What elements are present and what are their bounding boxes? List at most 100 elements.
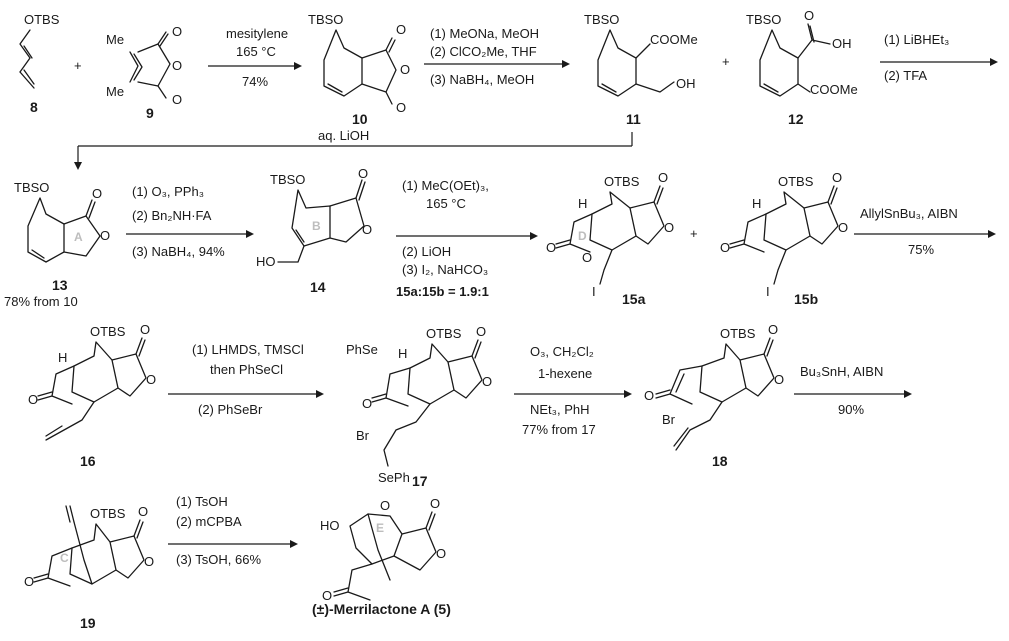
compound-number: 10 [352, 111, 368, 127]
svg-text:Br: Br [662, 412, 676, 427]
svg-text:(3) TsOH, 66%: (3) TsOH, 66% [176, 552, 261, 567]
compound-19: OTBS O O O C 19 [24, 504, 154, 631]
compound-13: TBSO O O A 13 78% from 10 [4, 180, 110, 309]
reaction-arrow-7: (1) LHMDS, TMSCl then PhSeCl (2) PhSeBr [168, 342, 324, 417]
svg-text:O: O [172, 24, 182, 39]
compound-10: TBSO O O O 10 [308, 12, 410, 127]
svg-text:Br: Br [356, 428, 370, 443]
svg-text:O: O [172, 92, 182, 107]
compound-number: 15a [622, 291, 646, 307]
compound-number: 16 [80, 453, 96, 469]
svg-text:1-hexene: 1-hexene [538, 366, 592, 381]
svg-text:OH: OH [832, 36, 852, 51]
compound-number: 17 [412, 473, 428, 489]
svg-text:mesitylene: mesitylene [226, 26, 288, 41]
otbs-label: OTBS [24, 12, 60, 27]
compound-15a: OTBS H O O O O I D 15a [546, 170, 674, 307]
svg-text:H: H [398, 346, 407, 361]
compound-number: 8 [30, 99, 38, 115]
svg-text:(1) O₃, PPh₃: (1) O₃, PPh₃ [132, 184, 204, 199]
svg-text:PhSe: PhSe [346, 342, 378, 357]
svg-text:(1) MeONa, MeOH: (1) MeONa, MeOH [430, 26, 539, 41]
svg-text:(3) I₂, NaHCO₃: (3) I₂, NaHCO₃ [402, 262, 488, 277]
svg-text:COOMe: COOMe [650, 32, 698, 47]
svg-text:O: O [322, 588, 332, 603]
svg-text:(3) NaBH₄, 94%: (3) NaBH₄, 94% [132, 244, 225, 259]
svg-text:TBSO: TBSO [746, 12, 781, 27]
svg-text:OTBS: OTBS [426, 326, 462, 341]
svg-text:O: O [100, 228, 110, 243]
svg-text:O: O [362, 222, 372, 237]
svg-text:O: O [92, 186, 102, 201]
ring-a-label: A [74, 230, 83, 244]
svg-text:O: O [664, 220, 674, 235]
svg-text:aq. LiOH: aq. LiOH [318, 128, 369, 143]
svg-text:O: O [476, 324, 486, 339]
svg-text:(2) mCPBA: (2) mCPBA [176, 514, 242, 529]
svg-text:O: O [832, 170, 842, 185]
svg-text:O: O [146, 372, 156, 387]
svg-text:O: O [644, 388, 654, 403]
svg-text:TBSO: TBSO [584, 12, 619, 27]
svg-text:Me: Me [106, 32, 124, 47]
plus-sign: + [690, 226, 698, 241]
svg-text:O: O [362, 396, 372, 411]
svg-text:(2) ClCO₂Me, THF: (2) ClCO₂Me, THF [430, 44, 537, 59]
compound-14: TBSO O O HO B 14 [256, 166, 372, 295]
svg-text:165 °C: 165 °C [426, 196, 466, 211]
svg-text:(2) LiOH: (2) LiOH [402, 244, 451, 259]
svg-text:O: O [768, 322, 778, 337]
compound-name: (±)-Merrilactone A (5) [312, 601, 451, 617]
plus-sign: + [74, 58, 82, 73]
svg-text:O: O [720, 240, 730, 255]
svg-text:(2) Bn₂NH·FA: (2) Bn₂NH·FA [132, 208, 212, 223]
svg-text:I: I [592, 284, 596, 299]
svg-text:TBSO: TBSO [308, 12, 343, 27]
svg-text:165 °C: 165 °C [236, 44, 276, 59]
compound-17: OTBS PhSe H O O O Br SePh 17 [346, 324, 492, 489]
svg-text:O: O [140, 322, 150, 337]
plus-sign: + [722, 54, 730, 69]
svg-text:O: O [400, 62, 410, 77]
svg-text:then PhSeCl: then PhSeCl [210, 362, 283, 377]
svg-text:O: O [546, 240, 556, 255]
svg-text:H: H [58, 350, 67, 365]
reaction-arrow-9: Bu₃SnH, AIBN 90% [794, 364, 912, 417]
compound-number: 11 [626, 111, 641, 127]
compound-number: 15b [794, 291, 818, 307]
ring-e-label: E [376, 521, 384, 535]
svg-text:Me: Me [106, 84, 124, 99]
svg-text:O: O [838, 220, 848, 235]
svg-text:Bu₃SnH, AIBN: Bu₃SnH, AIBN [800, 364, 883, 379]
compound-15b: OTBS H O O O I 15b [720, 170, 848, 307]
compound-16: OTBS H O O O 16 [28, 322, 156, 469]
reaction-arrow-10: (1) TsOH (2) mCPBA (3) TsOH, 66% [168, 494, 298, 567]
ring-c-label: C [60, 551, 69, 565]
svg-text:OTBS: OTBS [720, 326, 756, 341]
reaction-arrow-6: AllylSnBu₃, AIBN 75% [854, 206, 996, 257]
svg-text:90%: 90% [838, 402, 864, 417]
compound-12: TBSO O OH COOMe 12 [746, 8, 858, 127]
svg-text:(1) MeC(OEt)₃,: (1) MeC(OEt)₃, [402, 178, 489, 193]
svg-text:(3) NaBH₄, MeOH: (3) NaBH₄, MeOH [430, 72, 534, 87]
svg-text:COOMe: COOMe [810, 82, 858, 97]
svg-text:O: O [436, 546, 446, 561]
svg-text:(2) TFA: (2) TFA [884, 68, 927, 83]
svg-text:HO: HO [320, 518, 340, 533]
svg-text:O: O [358, 166, 368, 181]
svg-text:O: O [380, 498, 390, 513]
svg-text:O: O [430, 496, 440, 511]
ring-d-label: D [578, 229, 587, 243]
compound-number: 18 [712, 453, 728, 469]
compound-number: 13 [52, 277, 68, 293]
svg-text:77% from 17: 77% from 17 [522, 422, 596, 437]
svg-text:(1) LiBHEt₃: (1) LiBHEt₃ [884, 32, 949, 47]
svg-text:O: O [482, 374, 492, 389]
compound-number: 12 [788, 111, 804, 127]
reaction-arrow-5: (1) MeC(OEt)₃, 165 °C (2) LiOH (3) I₂, N… [396, 178, 538, 299]
svg-text:O: O [396, 100, 406, 115]
svg-text:(1) TsOH: (1) TsOH [176, 494, 228, 509]
svg-text:O: O [774, 372, 784, 387]
svg-text:O: O [658, 170, 668, 185]
